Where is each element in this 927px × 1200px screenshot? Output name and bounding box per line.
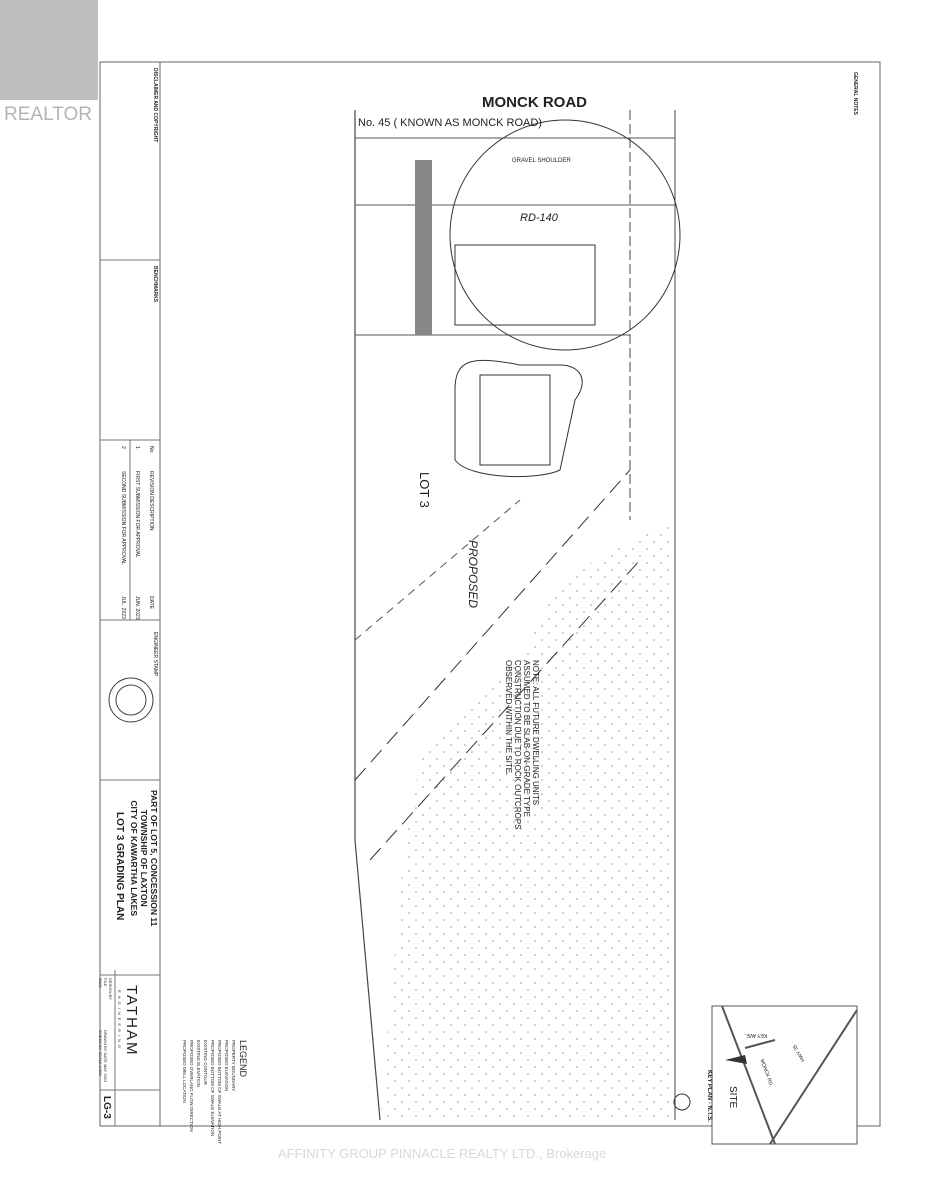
sheet-border [99,61,881,1127]
north-arrow-icon [673,1093,691,1111]
info-cell: CHECK BY [98,1030,103,1051]
lot-boundary-west [354,110,381,1121]
info-cell: DATE MAY 2023 [103,1052,108,1083]
gravel-shoulder-label: GRAVEL SHOULDER [512,158,571,164]
key-plan-road [721,1005,776,1145]
general-notes-heading: GENERAL NOTES [852,72,858,115]
revision-row: 2SECOND SUBMISSION FOR APPROVALJUL. 2023 [120,446,126,619]
driveway [415,160,432,335]
project-line: TOWNSHIP OF LAXTON [139,809,149,907]
drawing-info: DESIGN BY FILE DWG [98,978,113,1000]
legend-item: PROPOSED ELEVATION [224,1040,229,1092]
info-cell: DWG [98,978,103,988]
engineer-stamp-label: ENGINEER STAMP [152,632,158,677]
info-cell: DESIGN BY [108,978,113,1000]
house-footprint [454,244,596,326]
legend-item: PROPOSED OVERLAND FLOW DIRECTION [189,1040,194,1132]
revision-table: No.REVISION DESCRIPTIONDATE 1FIRST SUBMI… [116,446,158,620]
disclaimer-heading: DISCLAIMER AND COPYRIGHT [152,68,158,143]
legend-item: PROPOSED BOTTOM OF SWALE ELEVATION [210,1040,215,1137]
project-line: PART OF LOT 5, CONCESSION 11 [149,790,159,927]
drawing-info-2: DRAWN BY DATE MAY 2023 CHECK BY SCALE 1:… [98,1030,108,1082]
revision-header: No.REVISION DESCRIPTIONDATE [148,446,154,609]
lot-label: LOT 3 [417,472,432,508]
info-cell: DRAWN BY [103,1030,108,1052]
info-cell: SCALE 1:300 [98,1051,103,1076]
road-name: MONCK ROAD [482,94,587,111]
drawing-number: LG-3 [101,1096,112,1119]
key-plan-site [725,1055,747,1064]
drawing-title: LOT 3 GRADING PLAN [114,812,125,921]
project-line: CITY OF KAWARTHA LAKES [129,800,139,917]
legend: LEGEND PROPERTY BOUNDARY PROPOSED ELEVAT… [181,1040,248,1144]
key-plan-title: KEY PLAN - N.T.S. [706,1070,712,1122]
legend-heading: LEGEND [238,1040,248,1078]
legend-item: EXISTING CONTOUR [203,1040,208,1085]
note-line: ASSUMED TO BE SLAB-ON-GRADE TYPE [522,660,531,817]
firm-name: TATHAM [123,985,140,1057]
realtor-logo-text: REALTOR [4,104,92,125]
proposed-label: PROPOSED [466,540,480,609]
project-description: PART OF LOT 5, CONCESSION 11 TOWNSHIP OF… [129,790,159,926]
brokerage-footer: AFFINITY GROUP PINNACLE REALTY LTD., Bro… [278,1146,607,1161]
site-label: SITE [727,1086,738,1109]
realtor-logo: REALTOR [0,0,100,130]
road-known-as: No. 45 ( KNOWN AS MONCK ROAD) [358,117,542,129]
engineer-stamp [108,677,154,723]
rd-label: RD-140 [520,212,558,224]
septic-bed [454,359,583,477]
legend-item: PROPERTY BOUNDARY [231,1040,236,1092]
note-line: OBSERVED WITHIN THE SITE. [504,660,513,776]
legend-item: PROPOSED BOTTOM OF SWALE AT HIGH POINT [217,1040,222,1145]
firm-sub: ENGINEERING [117,990,122,1052]
revision-row: 1FIRST SUBMISSION FOR APPROVALJUN. 2023 [134,446,140,620]
key-ave-label: KEY AVE. [745,1032,768,1038]
note-line: CONSTRUCTION DUE TO ROCK OUTCROPS [513,660,522,830]
rock-outcrop-area [380,520,675,1120]
note-line: NOTE: ALL FUTURE DWELLING UNITS [531,660,540,806]
legend-item: EXISTING ELEVATION [196,1040,201,1087]
well-radius-circle [449,119,681,351]
rock-note: NOTE: ALL FUTURE DWELLING UNITS ASSUMED … [504,660,540,830]
benchmarks-heading: BENCHMARKS [152,266,158,303]
legend-item: PROPOSED WELL LOCATION [182,1040,187,1103]
